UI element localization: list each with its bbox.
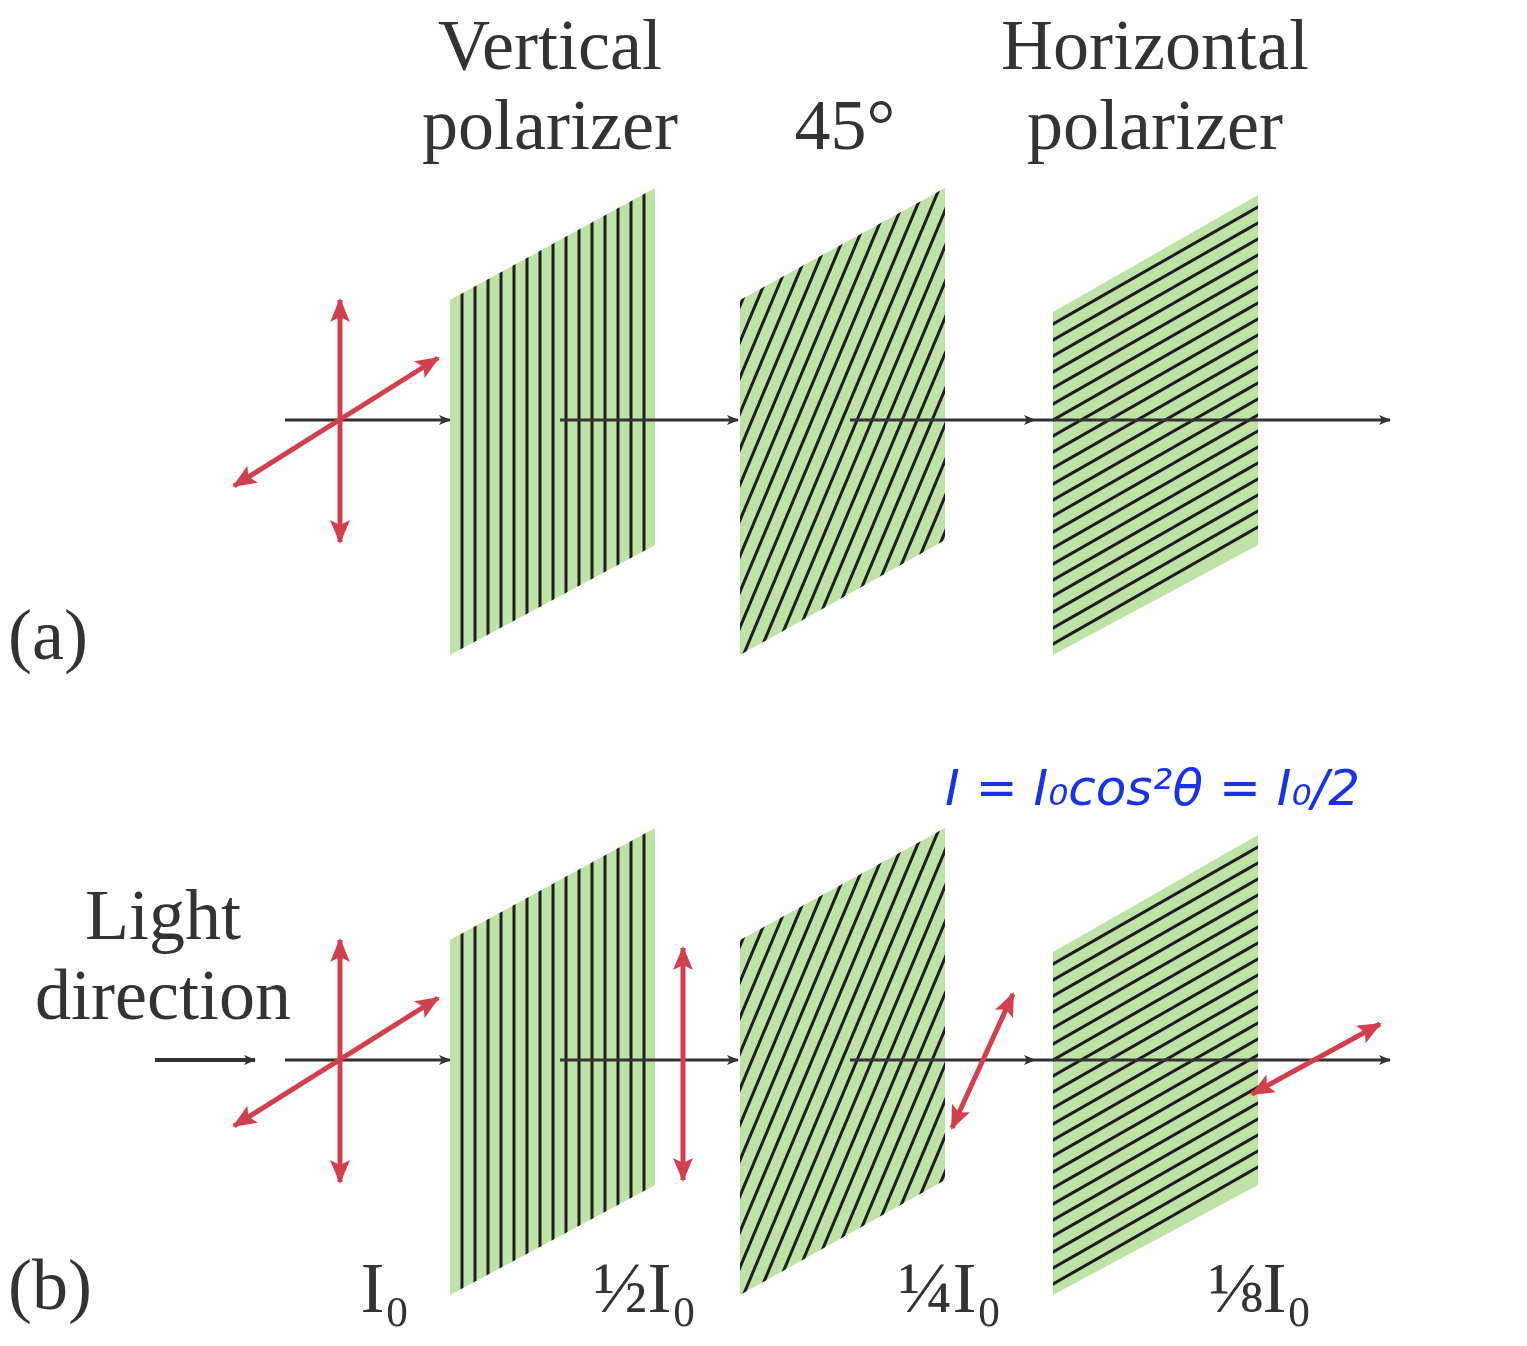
- grid-line: [487, 808, 490, 1315]
- grid-line: [1048, 220, 1263, 343]
- grid-line: [1048, 892, 1263, 1015]
- field-vector: [234, 358, 438, 486]
- grid-line: [1048, 1132, 1263, 1255]
- grid-line: [552, 808, 555, 1315]
- light-direction-label: Light direction: [8, 875, 318, 1035]
- polarizer-sheet: [1048, 835, 1263, 1295]
- polarizer-grid: [1048, 844, 1263, 1287]
- grid-line: [500, 168, 503, 675]
- axis-line: [560, 1059, 738, 1062]
- grid-line: [1048, 508, 1263, 631]
- grid-line: [1048, 524, 1263, 647]
- grid-line: [539, 168, 542, 675]
- intensity-label: ½I₀: [575, 1248, 715, 1328]
- grid-line: [1048, 268, 1263, 391]
- grid-line: [539, 808, 542, 1315]
- axis-line: [285, 419, 450, 422]
- e-field-arrows: [234, 300, 1380, 1182]
- grid-line: [1048, 236, 1263, 359]
- grid-line: [825, 168, 1038, 675]
- grid-line: [1048, 332, 1263, 455]
- grid-line: [555, 808, 768, 1315]
- field-vector: [681, 948, 686, 1180]
- grid-line: [1048, 972, 1263, 1095]
- grid-line: [540, 168, 753, 675]
- grid-line: [840, 808, 1053, 1315]
- grid-line: [1048, 860, 1263, 983]
- grid-line: [1048, 396, 1263, 519]
- axis-line: [1035, 1059, 1390, 1062]
- light-direction-arrow: [155, 1058, 255, 1062]
- grid-line: [825, 808, 1038, 1315]
- grid-line: [1048, 252, 1263, 375]
- grid-line: [1048, 460, 1263, 583]
- panel-letter: (a): [8, 595, 118, 675]
- grid-line: [1048, 940, 1263, 1063]
- grid-line: [1048, 924, 1263, 1047]
- grid-line: [461, 808, 464, 1315]
- grid-line: [840, 168, 1053, 675]
- grid-line: [513, 808, 516, 1315]
- grid-line: [1048, 1004, 1263, 1127]
- grid-line: [1048, 364, 1263, 487]
- grid-line: [1048, 284, 1263, 407]
- grid-line: [552, 168, 555, 675]
- grid-line: [1048, 204, 1263, 327]
- axis-line: [1035, 419, 1390, 422]
- grid-line: [526, 168, 529, 675]
- grid-line: [1048, 1068, 1263, 1191]
- intensity-label: ¼I₀: [880, 1248, 1020, 1328]
- polarizers: [450, 168, 1263, 1315]
- grid-line: [1048, 908, 1263, 1031]
- grid-line: [555, 168, 768, 675]
- grid-line: [474, 168, 477, 675]
- polarizer-grid: [1048, 204, 1263, 647]
- grid-line: [1048, 1084, 1263, 1207]
- angle-label: 45°: [780, 85, 910, 165]
- grid-line: [1048, 348, 1263, 471]
- grid-line: [500, 808, 503, 1315]
- grid-line: [513, 168, 516, 675]
- polarizer-label: Horizontal polarizer: [955, 5, 1355, 165]
- grid-line: [474, 808, 477, 1315]
- axis-line: [285, 1059, 450, 1062]
- grid-line: [526, 808, 529, 1315]
- grid-line: [1048, 380, 1263, 503]
- grid-line: [1048, 988, 1263, 1111]
- grid-line: [1048, 1036, 1263, 1159]
- grid-line: [461, 168, 464, 675]
- grid-line: [1048, 1020, 1263, 1143]
- grid-line: [1048, 476, 1263, 599]
- handwritten-formula: I = I₀cos²θ = I₀/2: [945, 758, 1520, 818]
- grid-line: [1048, 844, 1263, 967]
- grid-line: [487, 168, 490, 675]
- grid-line: [1048, 300, 1263, 423]
- intensity-label: ⅛I₀: [1190, 1248, 1330, 1328]
- axis-line: [850, 1059, 1035, 1062]
- grid-line: [1048, 428, 1263, 551]
- grid-line: [540, 808, 753, 1315]
- axis-line: [560, 419, 738, 422]
- grid-line: [1048, 1052, 1263, 1175]
- grid-line: [1048, 876, 1263, 999]
- axis-line: [850, 419, 1035, 422]
- panel-letter: (b): [8, 1245, 118, 1325]
- grid-line: [1048, 1116, 1263, 1239]
- grid-line: [1048, 444, 1263, 567]
- polarizer-sheet: [1048, 195, 1263, 655]
- grid-line: [1048, 1100, 1263, 1223]
- polarizer-label: Vertical polarizer: [390, 5, 710, 165]
- intensity-label: I₀: [340, 1248, 430, 1328]
- grid-line: [1048, 492, 1263, 615]
- grid-line: [1048, 412, 1263, 535]
- field-vector: [1252, 1024, 1380, 1094]
- field-vector: [952, 994, 1013, 1128]
